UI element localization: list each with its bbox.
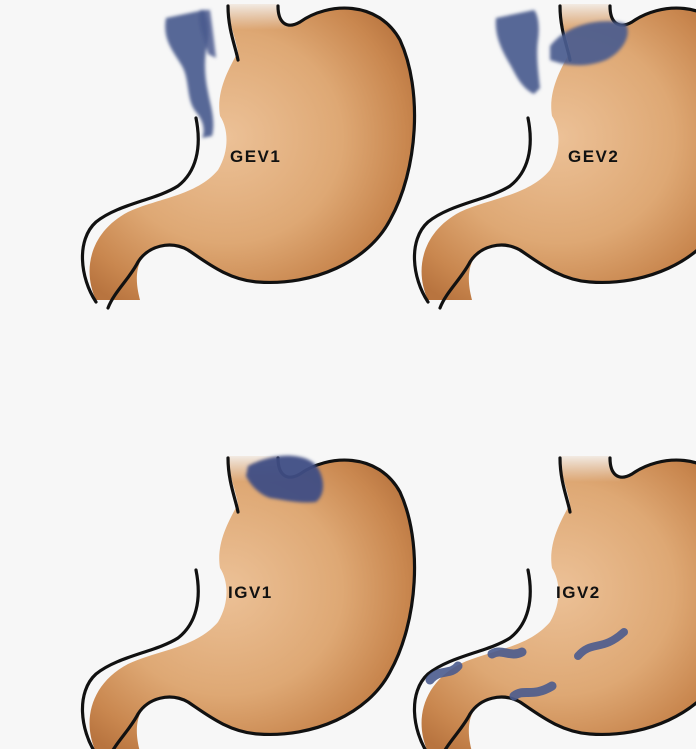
panel-label-gev1: GEV1	[230, 147, 281, 166]
panel-gev1: GEV1	[82, 0, 414, 308]
panel-igv2: IGV2	[414, 452, 696, 749]
panel-igv1: IGV1	[82, 452, 414, 749]
panel-label-gev2: GEV2	[568, 147, 619, 166]
varices-icon	[165, 10, 216, 138]
panel-label-igv2: IGV2	[556, 583, 601, 602]
panel-label-igv1: IGV1	[228, 583, 273, 602]
panel-gev2: GEV2	[414, 0, 696, 308]
